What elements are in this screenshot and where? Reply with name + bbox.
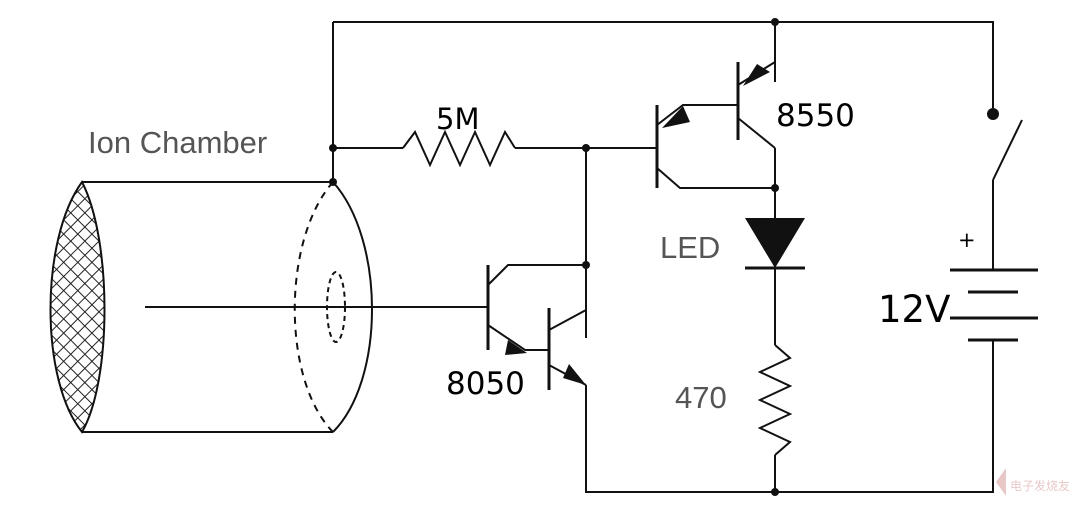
bottom-rail-wire bbox=[585, 340, 994, 493]
transistor-8050-symbol bbox=[486, 264, 587, 390]
battery-voltage-label: 12V bbox=[878, 288, 950, 331]
switch-symbol[interactable] bbox=[987, 108, 1023, 181]
top-rail-wire bbox=[333, 21, 994, 108]
wires bbox=[145, 21, 994, 493]
battery-symbol bbox=[950, 268, 1038, 342]
ion-chamber-label: Ion Chamber bbox=[88, 125, 267, 160]
resistor-5m-symbol bbox=[402, 129, 516, 168]
transistor-8050-label: 8050 bbox=[446, 366, 525, 402]
battery-plus-label: + bbox=[958, 228, 976, 252]
led-label: LED bbox=[660, 230, 720, 265]
transistor-8550-symbol bbox=[655, 61, 776, 189]
led-symbol bbox=[745, 218, 805, 270]
resistor-470-symbol bbox=[757, 344, 793, 456]
ion-chamber-symbol bbox=[49, 180, 373, 434]
watermark-logo: 电子发烧友 bbox=[996, 468, 1070, 496]
transistor-8550-label: 8550 bbox=[776, 98, 855, 134]
watermark-text: 电子发烧友 bbox=[1010, 478, 1070, 493]
resistor-470-label: 470 bbox=[675, 380, 727, 415]
resistor-5m-label: 5M bbox=[436, 102, 479, 136]
